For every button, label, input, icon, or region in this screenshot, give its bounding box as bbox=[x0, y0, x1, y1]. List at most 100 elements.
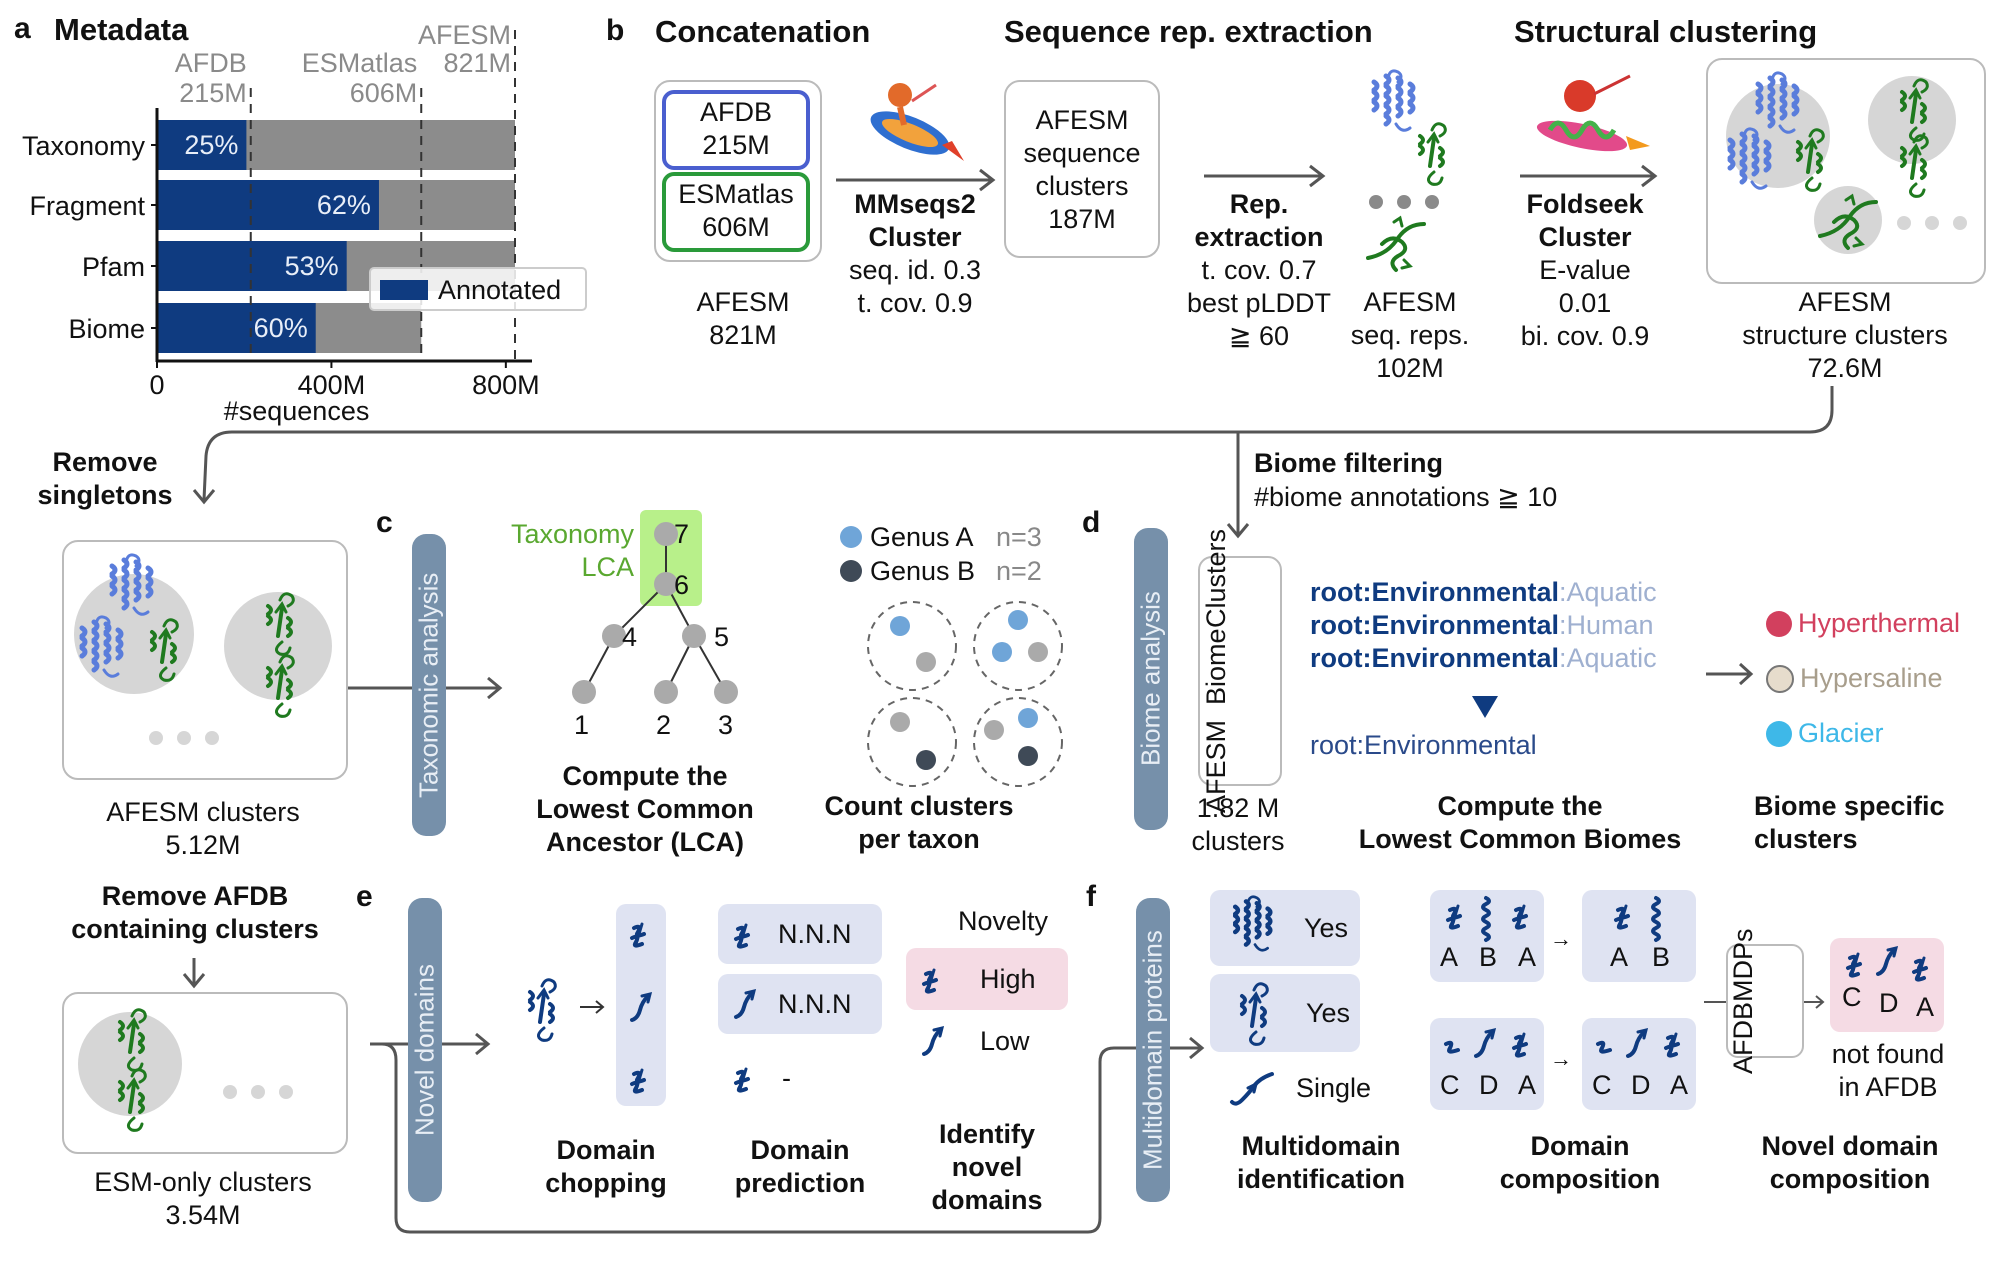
biome-line-suffix: :Aquatic bbox=[1559, 643, 1657, 673]
novel-caption-l3: domains bbox=[931, 1185, 1043, 1215]
genus-a-count: n=3 bbox=[996, 522, 1042, 552]
tree-node-4 bbox=[602, 624, 626, 648]
esm-only-label: ESM-only clusters bbox=[94, 1167, 312, 1197]
bar-percent-label: 53% bbox=[285, 251, 339, 281]
multidomain-proteins-label: Multidomain proteins bbox=[1137, 930, 1168, 1170]
rep-plddt-threshold: ≧ 60 bbox=[1228, 321, 1290, 351]
domain-letter: A bbox=[1517, 942, 1536, 972]
biome-filtering-label: Biome filtering #biome annotations ≧ 10 bbox=[1254, 446, 1557, 514]
ref-count-afesm: 821M bbox=[443, 48, 511, 78]
domain-letter: D bbox=[1478, 1070, 1499, 1100]
pred-caption-l2: prediction bbox=[734, 1168, 866, 1198]
ident-3-label: Single bbox=[1296, 1072, 1372, 1103]
biome-line: root:Environmental:Human bbox=[1310, 609, 1657, 642]
struct-clusters-l2: structure clusters bbox=[1742, 320, 1948, 350]
ref-label-afesm: AFESM bbox=[418, 20, 511, 50]
structure-clusters-illustration bbox=[1726, 58, 1967, 254]
afesm-clusters-count: 5.12M bbox=[165, 830, 241, 860]
ident-caption-l2: identification bbox=[1237, 1164, 1405, 1194]
novelty-title: Novelty bbox=[958, 906, 1049, 936]
taxonomy-tree bbox=[572, 510, 738, 704]
domain-letter: A bbox=[1669, 1070, 1688, 1100]
taxonomy-lca-label: Taxonomy LCA bbox=[494, 518, 634, 584]
chop-caption-l2: chopping bbox=[545, 1168, 667, 1198]
domain-b-icon bbox=[1651, 896, 1661, 942]
count-caption: Count clusters per taxon bbox=[812, 790, 1026, 856]
esmatlas-name: ESMatlas bbox=[678, 179, 794, 209]
genus-b-name: Genus B bbox=[870, 556, 976, 586]
glacier-dot-icon bbox=[1766, 720, 1792, 747]
prediction-domain-3-icon bbox=[734, 1067, 750, 1093]
ref-label-afdb: AFDB bbox=[175, 48, 247, 78]
esm-only-illustration bbox=[78, 1007, 293, 1133]
domain-d-icon bbox=[1474, 1028, 1496, 1058]
taxonomic-analysis-bar: Taxonomic analysis bbox=[412, 534, 446, 836]
prediction-2-label: N.N.N bbox=[778, 988, 852, 1019]
bar-annotated bbox=[157, 120, 247, 170]
novelty-high-label: High bbox=[980, 963, 1036, 994]
biome-specific-l1: Biome specific bbox=[1754, 791, 1945, 821]
biome-item-glacier: Glacier bbox=[1766, 706, 1960, 761]
node-label-4: 4 bbox=[622, 622, 638, 652]
domain-a-icon bbox=[1512, 1032, 1528, 1058]
novelty-low-domain-icon bbox=[922, 1026, 944, 1056]
taxonomy-lca-l2: LCA bbox=[581, 552, 634, 582]
ident-1-label: Yes bbox=[1304, 912, 1349, 943]
pred-caption-l1: Domain bbox=[750, 1135, 850, 1165]
novel-comp-caption-l1: Novel domain bbox=[1761, 1131, 1939, 1161]
title-concatenation: Concatenation bbox=[655, 14, 871, 49]
chop-caption-l1: Domain bbox=[556, 1135, 656, 1165]
biome-line: root:Environmental:Aquatic bbox=[1310, 642, 1657, 675]
seq-clusters-l3: clusters bbox=[1035, 171, 1129, 201]
rep-params: Rep. extraction t. cov. 0.7 best pLDDT ≧… bbox=[1176, 188, 1342, 353]
foldseek-evalue: 0.01 bbox=[1558, 288, 1612, 318]
biome-line-suffix: :Human bbox=[1559, 610, 1654, 640]
concat-box bbox=[654, 80, 822, 262]
domain-prediction-caption: Domain prediction bbox=[712, 1134, 888, 1200]
lcb-caption: Compute the Lowest Common Biomes bbox=[1330, 790, 1710, 856]
taxonomy-lca-l1: Taxonomy bbox=[510, 519, 634, 549]
novel-caption-l2: novel bbox=[951, 1152, 1023, 1182]
domain-c-icon bbox=[1846, 952, 1862, 978]
genus-a-dot-icon bbox=[840, 526, 862, 548]
biome-count: 1.82 M clusters bbox=[1178, 792, 1298, 858]
biome-line-prefix: root:Environmental bbox=[1310, 577, 1560, 607]
comp-arrow-2-icon: → bbox=[1550, 1046, 1572, 1071]
biome-specific-l2: clusters bbox=[1754, 824, 1858, 854]
genus-clusters-illustration bbox=[867, 601, 1063, 787]
metadata-bar-chart: 25%Taxonomy62%Fragment53%Pfam60%BiomeAFD… bbox=[22, 20, 587, 426]
domain-letter: D bbox=[1630, 1070, 1651, 1100]
hyperthermal-label: Hyperthermal bbox=[1798, 608, 1961, 638]
count-caption-l2: per taxon bbox=[858, 824, 980, 854]
mmseqs-seq-id: seq. id. 0.3 bbox=[848, 255, 982, 285]
biome-analysis-bar: Biome analysis bbox=[1134, 528, 1168, 830]
biome-count-l1: 1.82 M bbox=[1196, 793, 1280, 823]
seq-clusters-l1: AFESM bbox=[1035, 105, 1129, 135]
esm-only-caption: ESM-only clusters 3.54M bbox=[62, 1166, 344, 1232]
panel-d-letter: d bbox=[1082, 506, 1101, 539]
bar-percent-label: 60% bbox=[254, 313, 308, 343]
domain-letter: B bbox=[1478, 942, 1497, 972]
not-found-l1: not found bbox=[1831, 1039, 1945, 1069]
domain-b-icon bbox=[1481, 896, 1491, 942]
novelty-high-box: High bbox=[906, 948, 1068, 1010]
biome-filtering-title: Biome filtering bbox=[1254, 448, 1444, 478]
biome-line: root:Environmental:Aquatic bbox=[1310, 576, 1657, 609]
multidomain-ident-caption: Multidomain identification bbox=[1216, 1130, 1426, 1196]
domain-a-icon bbox=[1446, 904, 1462, 930]
panel-a-title: Metadata bbox=[54, 12, 189, 47]
tree-node-7 bbox=[654, 522, 678, 546]
genus-b-dot-icon bbox=[840, 560, 862, 582]
prediction-box-1: N.N.N bbox=[718, 904, 882, 964]
biome-analysis-label: Biome analysis bbox=[1135, 591, 1166, 767]
biome-line-suffix: :Aquatic bbox=[1559, 577, 1657, 607]
ellipsis-icon bbox=[1369, 195, 1439, 209]
hypersaline-label: Hypersaline bbox=[1800, 663, 1943, 693]
panel-a-letter: a bbox=[14, 12, 31, 45]
